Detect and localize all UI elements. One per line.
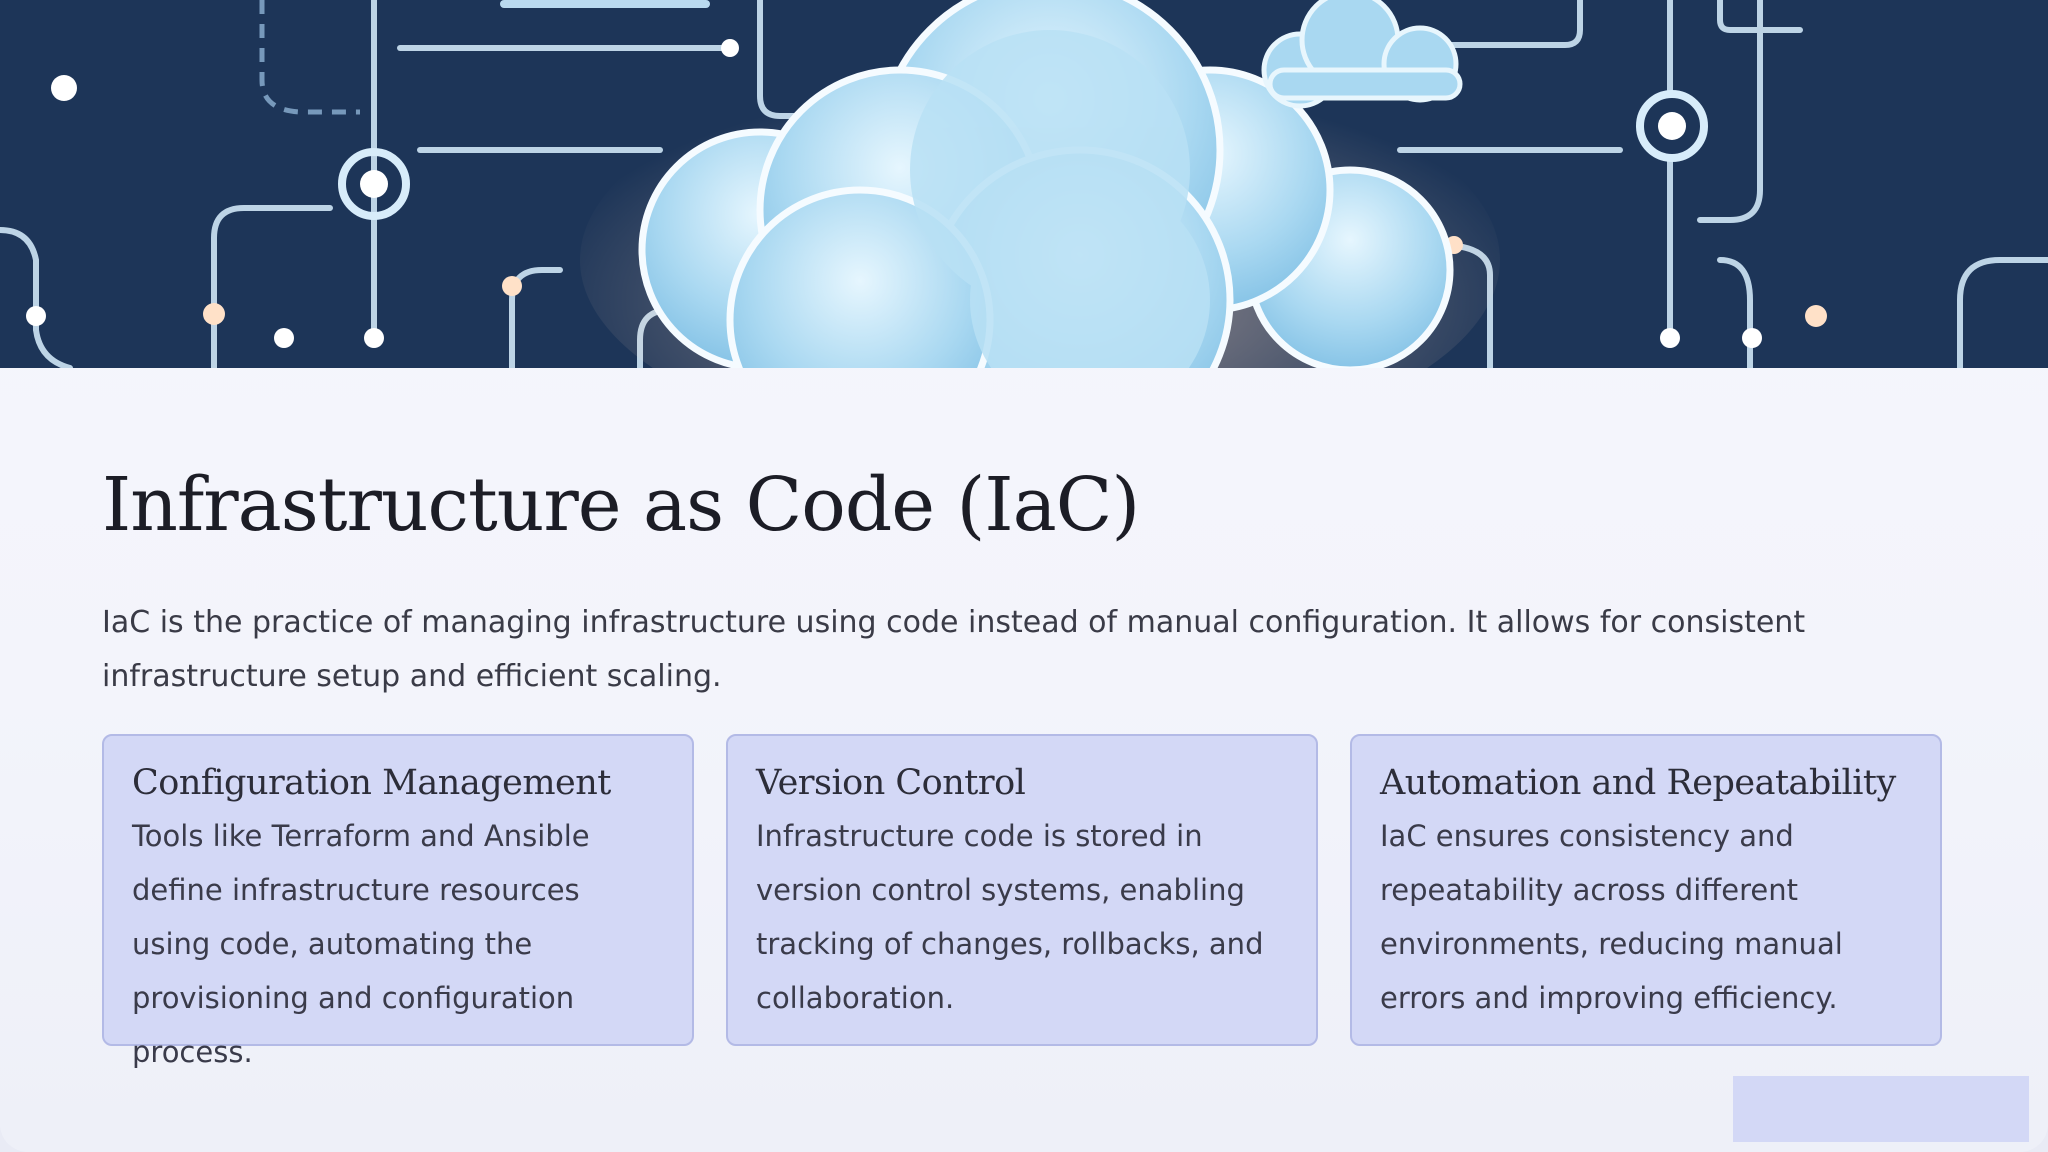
hero-image: [0, 0, 2048, 368]
page-title: Infrastructure as Code (IaC): [102, 462, 1140, 548]
card-version-control: Version Control Infrastructure code is s…: [726, 734, 1318, 1046]
card-title: Automation and Repeatability: [1380, 763, 1896, 803]
card-automation-repeatability: Automation and Repeatability IaC ensures…: [1350, 734, 1942, 1046]
card-title: Version Control: [756, 763, 1026, 803]
card-text: IaC ensures consistency and repeatabilit…: [1380, 818, 1843, 1015]
card-configuration-management: Configuration Management Tools like Terr…: [102, 734, 694, 1069]
card-text: Tools like Terraform and Ansible define …: [132, 818, 590, 1069]
card-title: Configuration Management: [132, 763, 611, 803]
intro-paragraph: IaC is the practice of managing infrastr…: [102, 605, 1806, 694]
cloud-circuit-illustration-icon: [0, 0, 2048, 368]
card-text: Infrastructure code is stored in version…: [756, 818, 1264, 1015]
corner-placeholder-box: [1733, 1076, 2029, 1142]
